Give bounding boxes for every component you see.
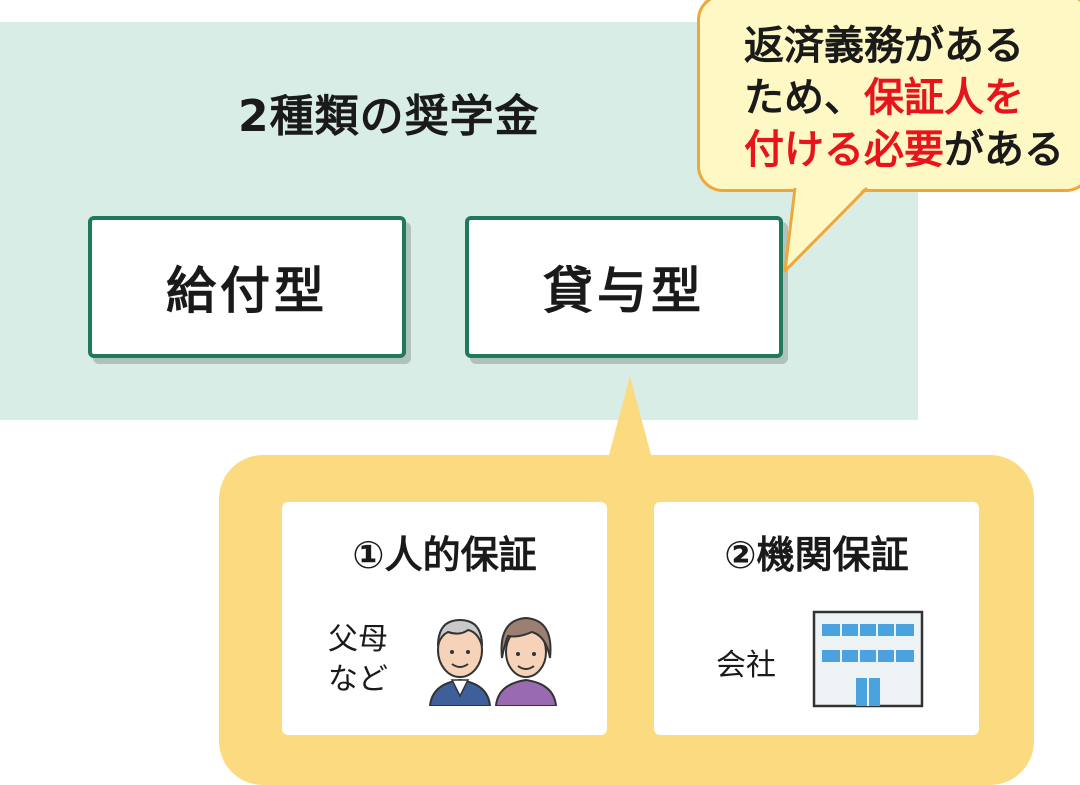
callout-line-2-b: 保証人を (864, 75, 1024, 121)
office-building-icon (812, 610, 924, 708)
loan-type-box: 貸与型 (465, 216, 783, 358)
callout-bubble (697, 0, 1080, 192)
institutional-guarantee-card: ②機関保証 会社 (654, 502, 979, 735)
callout-line-2-a: ため、 (744, 75, 864, 121)
page-title: 2種類の奨学金 (238, 91, 540, 142)
personal-guarantee-label-line1: 父母 (328, 622, 388, 657)
connector-pointer (606, 376, 654, 466)
personal-guarantee-card: ①人的保証 父母 など (282, 502, 607, 735)
callout-tail (783, 185, 869, 273)
callout-line-2: ため、保証人を (744, 72, 1080, 124)
institutional-guarantee-title: ②機関保証 (724, 533, 909, 577)
personal-guarantee-label-line2: など (328, 662, 388, 697)
callout-line-1: 返済義務がある (744, 23, 1024, 69)
personal-guarantee-title: ①人的保証 (352, 533, 537, 577)
personal-guarantee-label: 父母 など (328, 620, 408, 700)
elderly-couple-icon (428, 616, 558, 706)
institutional-guarantee-label: 会社 (716, 648, 776, 683)
callout-text: 返済義務がある ため、保証人を 付ける必要がある (744, 20, 1080, 176)
callout-line-3: 付ける必要がある (744, 124, 1080, 176)
callout-line-3-a: 付ける必要 (744, 127, 944, 173)
grant-type-box: 給付型 (88, 216, 406, 358)
callout-line-3-b: がある (944, 127, 1064, 173)
